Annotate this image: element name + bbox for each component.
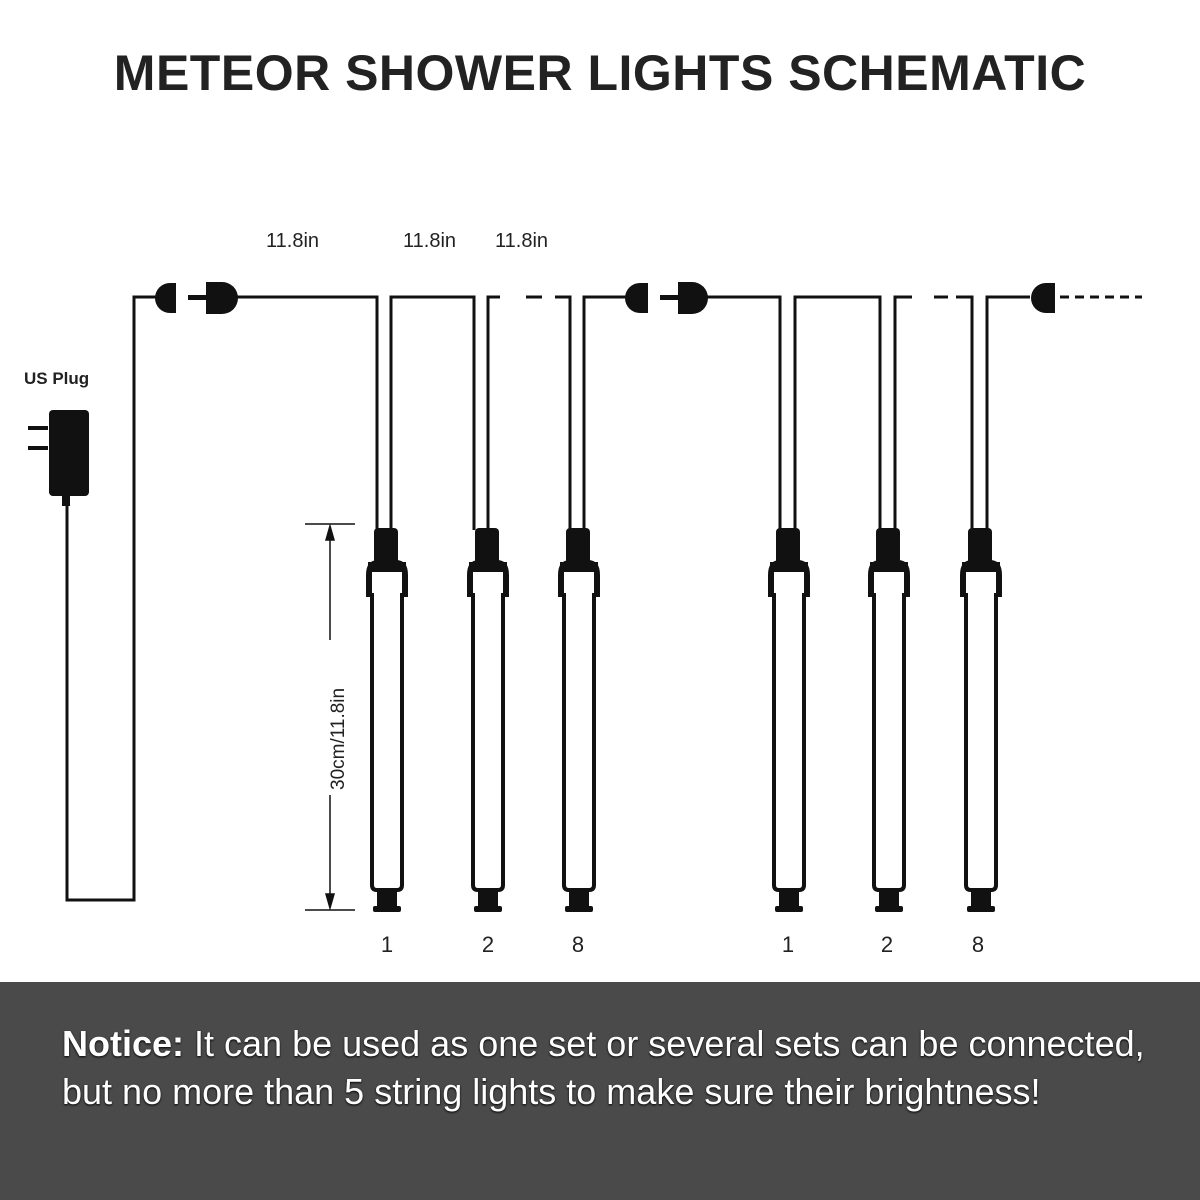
tube-number: 1 — [381, 932, 393, 957]
notice-body: It can be used as one set or several set… — [62, 1023, 1145, 1112]
tube-length-label: 30cm/11.8in — [328, 688, 349, 790]
tube-number: 1 — [782, 932, 794, 957]
us-plug-icon — [28, 410, 89, 506]
connector-male-icon — [660, 282, 708, 314]
schematic-diagram: 11.8in 11.8in 11.8in US Plug — [24, 230, 1142, 957]
tube-number: 2 — [482, 932, 494, 957]
meteor-tube-icon — [768, 528, 810, 912]
dimension-marker — [305, 523, 355, 911]
spacing-label-2: 11.8in — [403, 230, 456, 252]
meteor-tube-icon — [868, 528, 910, 912]
notice-text: Notice: It can be used as one set or sev… — [62, 1020, 1172, 1116]
meteor-tube-icon — [467, 528, 509, 912]
meteor-tube-icon — [558, 528, 600, 912]
notice-label: Notice: — [62, 1023, 185, 1064]
tube-number: 8 — [572, 932, 584, 957]
spacing-label-3: 11.8in — [495, 230, 548, 252]
connector-female-icon — [625, 283, 648, 313]
meteor-tube-icon — [960, 528, 1002, 912]
us-plug-label: US Plug — [24, 369, 89, 388]
notice-panel: Notice: It can be used as one set or sev… — [0, 982, 1200, 1200]
connector-female-icon — [1031, 283, 1055, 313]
power-cord — [65, 295, 160, 902]
set-1-wiring — [236, 295, 626, 530]
tube-number: 2 — [881, 932, 893, 957]
spacing-label-1: 11.8in — [266, 230, 319, 252]
page-title: METEOR SHOWER LIGHTS SCHEMATIC — [113, 45, 1087, 101]
connector-male-icon — [188, 282, 238, 314]
meteor-tube-icon — [366, 528, 408, 912]
tube-number: 8 — [972, 932, 984, 957]
connector-female-icon — [155, 283, 176, 313]
set-2-wiring — [706, 295, 1030, 530]
